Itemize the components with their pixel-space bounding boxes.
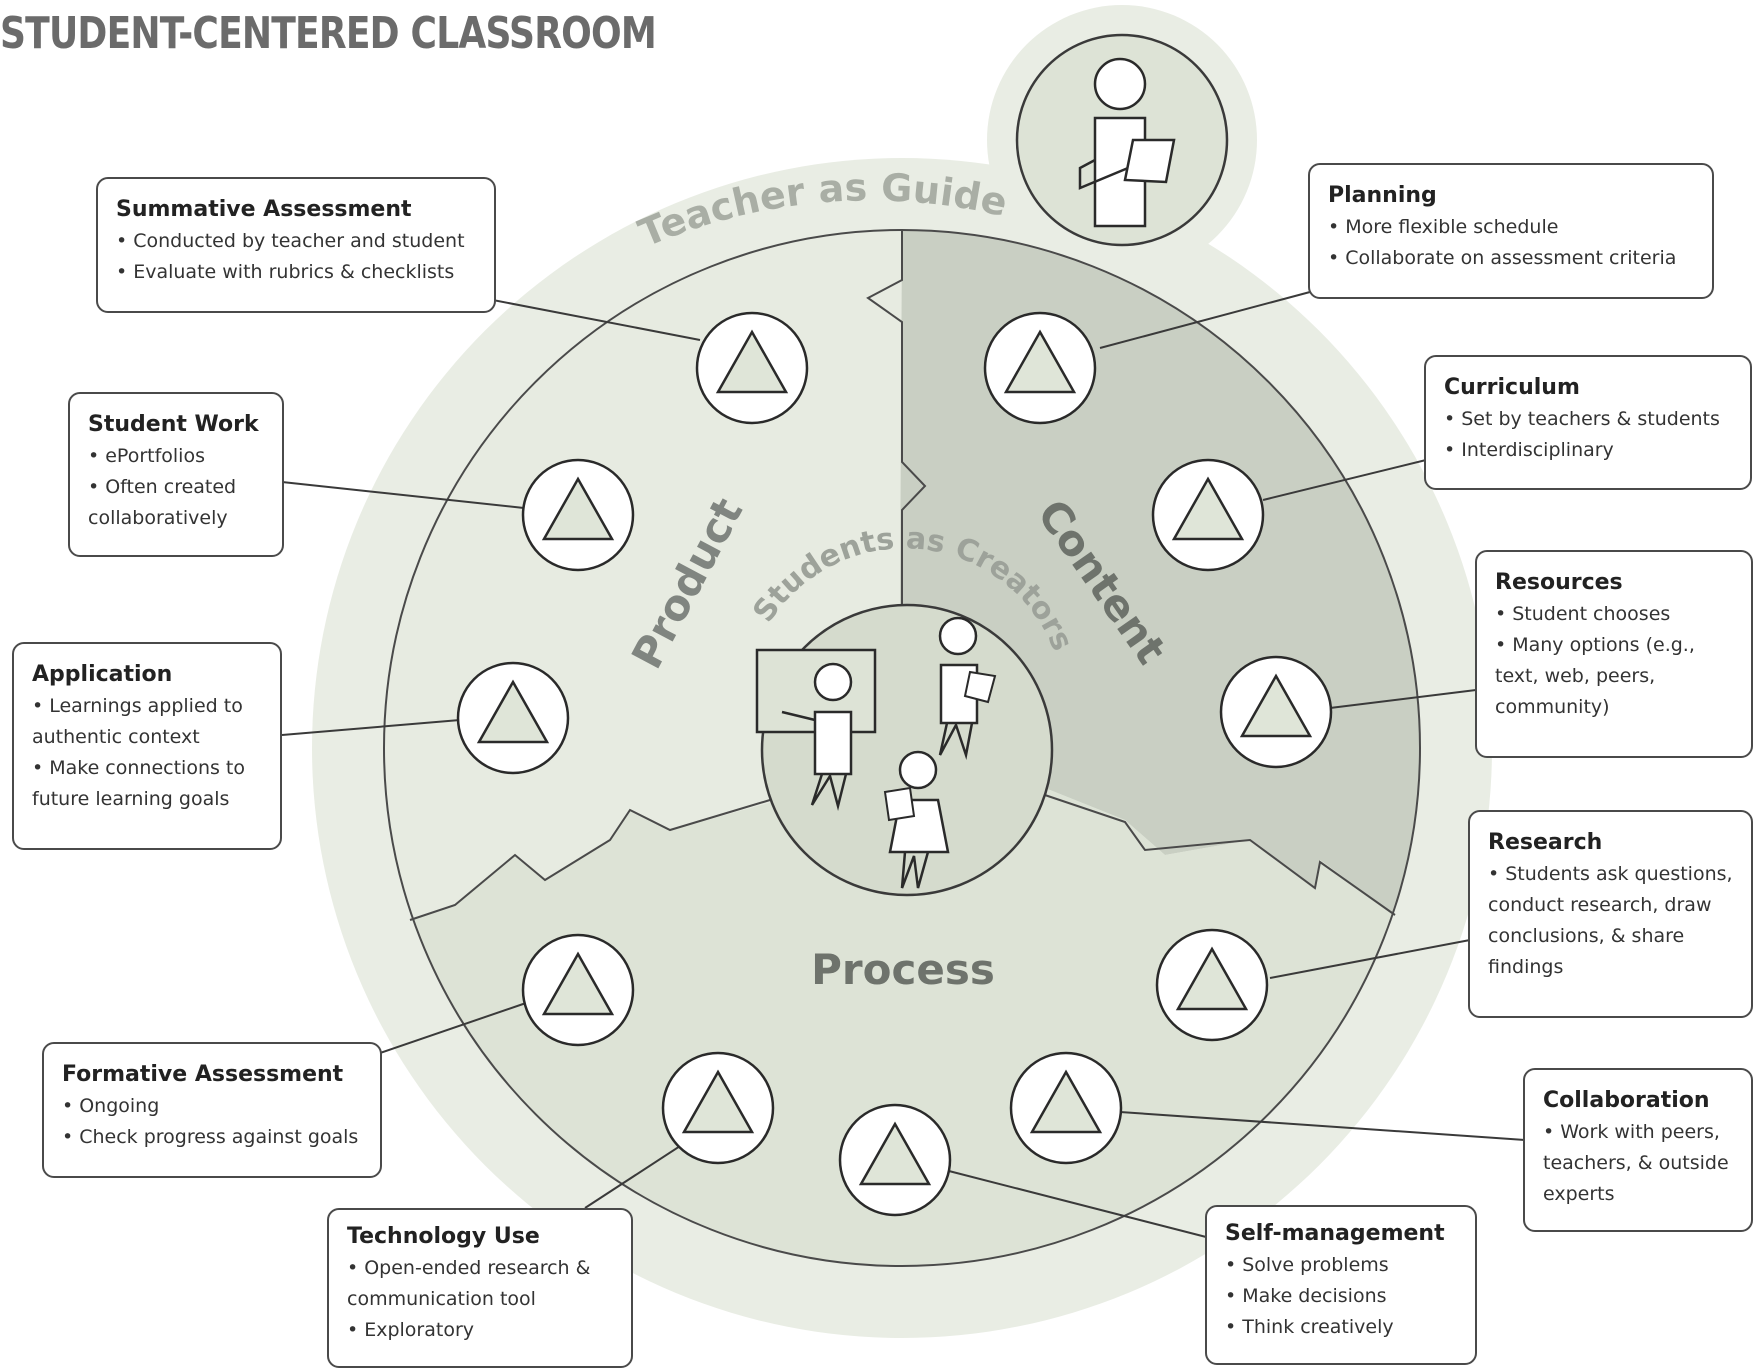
- students-figures-icon: [755, 603, 1054, 897]
- section-label-process: Process: [811, 945, 995, 994]
- box-item: Set by teachers & students: [1444, 404, 1732, 435]
- box-item: Check progress against goals: [62, 1122, 362, 1153]
- page-title: STUDENT-CENTERED CLASSROOM: [0, 8, 657, 59]
- box-title: Curriculum: [1444, 375, 1580, 400]
- triangle-icon: [695, 311, 809, 425]
- main-circle: [383, 229, 1421, 1267]
- box-item: Make decisions: [1225, 1281, 1457, 1312]
- box-title: Collaboration: [1543, 1088, 1710, 1113]
- box-item: Learnings applied to authentic context: [32, 691, 262, 753]
- content-wedge: [900, 230, 1420, 920]
- box-item: Conducted by teacher and student: [116, 226, 476, 257]
- triangle-icon: [1009, 1051, 1123, 1165]
- box-item: Interdisciplinary: [1444, 435, 1732, 466]
- application-box: Application Learnings applied to authent…: [12, 642, 282, 850]
- box-item: Work with peers, teachers, & outside exp…: [1543, 1117, 1733, 1210]
- box-title: Research: [1488, 830, 1603, 855]
- box-item: Students ask questions, conduct research…: [1488, 859, 1733, 983]
- box-item: More flexible schedule: [1328, 212, 1694, 243]
- box-item: Often created collaboratively: [88, 472, 264, 534]
- curriculum-box: Curriculum Set by teachers & students In…: [1424, 355, 1752, 490]
- self-management-box: Self-management Solve problems Make deci…: [1205, 1205, 1477, 1365]
- box-item: Ongoing: [62, 1091, 362, 1122]
- box-title: Formative Assessment: [62, 1062, 344, 1087]
- summative-assessment-box: Summative Assessment Conducted by teache…: [96, 177, 496, 313]
- student-work-box: Student Work ePortfolios Often created c…: [68, 392, 284, 557]
- box-item: Many options (e.g., text, web, peers, co…: [1495, 630, 1733, 723]
- resources-box: Resources Student chooses Many options (…: [1475, 550, 1753, 758]
- box-title: Application: [32, 662, 173, 687]
- triangle-icon: [456, 661, 570, 775]
- triangle-icon: [838, 1103, 952, 1217]
- box-item: Solve problems: [1225, 1250, 1457, 1281]
- box-item: ePortfolios: [88, 441, 264, 472]
- collaboration-box: Collaboration Work with peers, teachers,…: [1523, 1068, 1753, 1232]
- product-wedge: [384, 230, 902, 920]
- box-title: Technology Use: [347, 1224, 540, 1249]
- box-title: Student Work: [88, 412, 259, 437]
- formative-assessment-box: Formative Assessment Ongoing Check progr…: [42, 1042, 382, 1178]
- box-item: Make connections to future learning goal…: [32, 753, 262, 815]
- research-box: Research Students ask questions, conduct…: [1468, 810, 1753, 1018]
- box-item: Evaluate with rubrics & checklists: [116, 257, 476, 288]
- technology-use-box: Technology Use Open-ended research & com…: [327, 1208, 633, 1368]
- box-item: Student chooses: [1495, 599, 1733, 630]
- triangle-icon: [1151, 458, 1265, 572]
- box-item: Open-ended research & communication tool: [347, 1253, 613, 1315]
- box-item: Think creatively: [1225, 1312, 1457, 1343]
- teacher-figure-icon: [1015, 33, 1229, 247]
- triangle-icon: [521, 458, 635, 572]
- triangle-icon: [1155, 928, 1269, 1042]
- triangle-nodes: [456, 311, 1333, 1217]
- box-title: Planning: [1328, 183, 1437, 208]
- triangle-icon: [661, 1051, 775, 1165]
- section-dividers: [409, 230, 1396, 921]
- box-title: Resources: [1495, 570, 1623, 595]
- triangle-icon: [1219, 655, 1333, 769]
- box-title: Summative Assessment: [116, 197, 412, 222]
- triangle-icon: [983, 311, 1097, 425]
- box-item: Exploratory: [347, 1315, 613, 1346]
- triangle-icon: [521, 933, 635, 1047]
- planning-box: Planning More flexible schedule Collabor…: [1308, 163, 1714, 299]
- box-item: Collaborate on assessment criteria: [1328, 243, 1694, 274]
- box-title: Self-management: [1225, 1221, 1445, 1246]
